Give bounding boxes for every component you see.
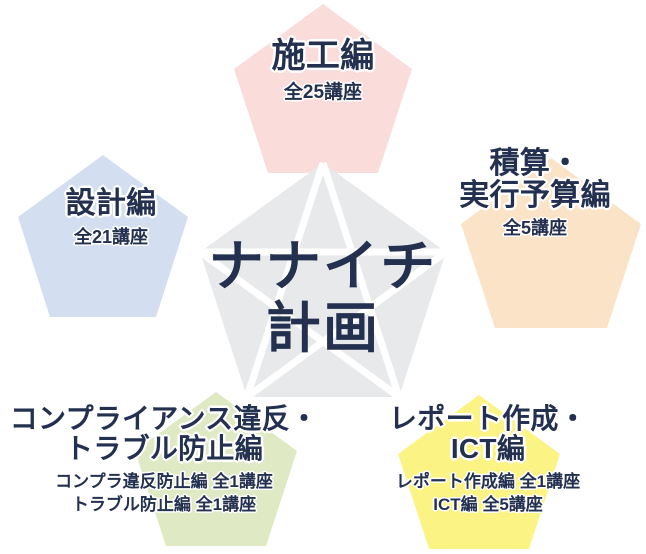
node-sub-compliance-trouble-line2: トラブル防止編 全1講座 bbox=[71, 494, 257, 514]
node-title-report-ict-line2: ICT編 bbox=[450, 433, 526, 465]
node-title-estimate-budget-line1: 積算・ bbox=[489, 147, 581, 180]
pentagon-shape-estimate-budget bbox=[461, 158, 641, 328]
pentagon-shape-report-ict bbox=[398, 395, 560, 549]
center-label: ナナイチ 計画 bbox=[173, 235, 473, 359]
center-title-line2: 計画 bbox=[265, 296, 381, 359]
node-sub-estimate-budget: 全5講座 bbox=[502, 217, 567, 238]
pentagram-chord-2 bbox=[197, 249, 402, 400]
node-label-estimate-budget: 積算・ 実行予算編 全5講座 bbox=[424, 147, 646, 238]
node-sub-design: 全21講座 bbox=[73, 227, 149, 248]
node-sub-compliance-trouble-line1: コンプラ違反防止編 全1講座 bbox=[55, 472, 273, 492]
node-sub-construction: 全25講座 bbox=[283, 81, 363, 103]
pentagram-chord-4 bbox=[244, 249, 449, 400]
pentagon-shape-construction bbox=[234, 4, 412, 173]
pentagon-shape-compliance-trouble bbox=[135, 392, 297, 546]
node-label-compliance-trouble: コンプライアンス違反・ トラブル防止編 コンプラ違反防止編 全1講座 トラブル防… bbox=[0, 403, 332, 514]
node-label-design: 設計編 全21講座 bbox=[0, 187, 222, 248]
node-label-construction: 施工編 全25講座 bbox=[0, 38, 646, 103]
node-sub-report-ict-line1: レポート作成編 全1講座 bbox=[395, 472, 581, 492]
pentagon-shape-design bbox=[18, 155, 188, 317]
node-title-compliance-trouble-line2: トラブル防止編 bbox=[65, 433, 263, 465]
node-title-construction: 施工編 bbox=[271, 37, 375, 75]
center-pentagon-shape bbox=[200, 163, 446, 397]
node-title-estimate-budget-line2: 実行予算編 bbox=[459, 179, 611, 213]
node-title-design: 設計編 bbox=[65, 187, 157, 220]
center-pentagon-group bbox=[197, 161, 449, 400]
center-title-line1: ナナイチ bbox=[208, 235, 438, 297]
node-title-compliance-trouble-line1: コンプライアンス違反・ bbox=[9, 403, 319, 434]
node-label-report-ict: レポート作成・ ICT編 レポート作成編 全1講座 ICT編 全5講座 bbox=[330, 403, 646, 514]
node-title-report-ict-line1: レポート作成・ bbox=[389, 403, 587, 434]
pentagram-chord-1 bbox=[319, 161, 403, 399]
pentagram-chord-5 bbox=[243, 161, 327, 399]
node-sub-report-ict-line2: ICT編 全5講座 bbox=[433, 494, 543, 514]
